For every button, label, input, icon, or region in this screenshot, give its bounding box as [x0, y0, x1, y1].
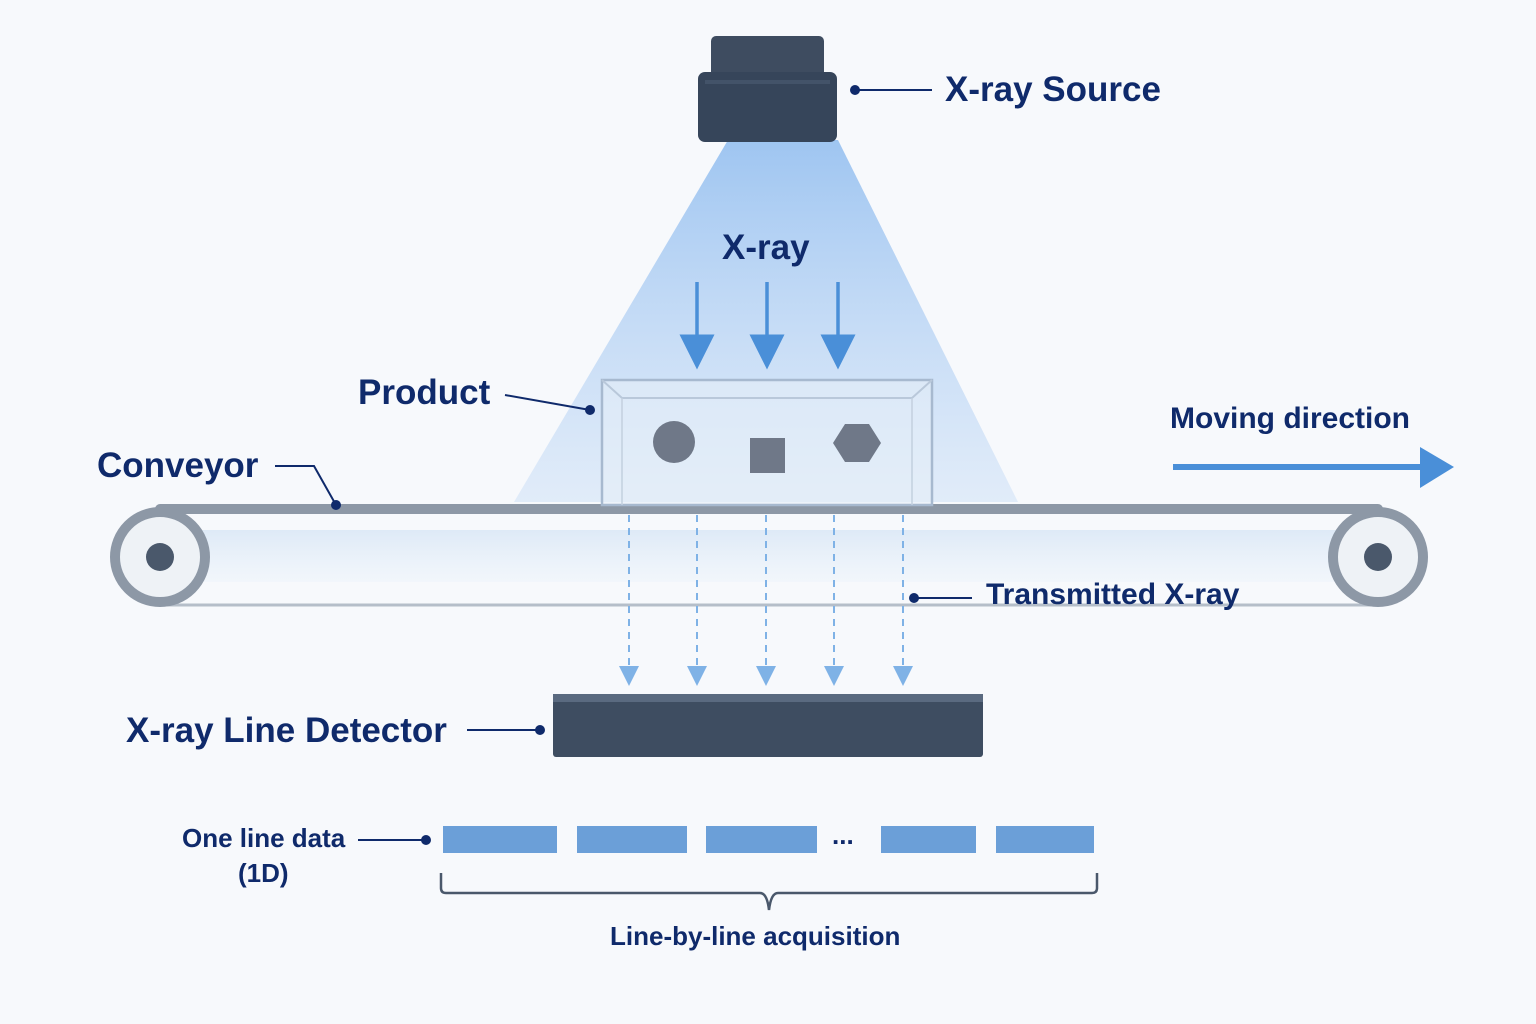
conveyor-roller-right: [1328, 507, 1428, 607]
line-data-segment: [577, 826, 687, 853]
label-one-line-data-1d: (1D): [238, 858, 289, 888]
label-acquisition: Line-by-line acquisition: [610, 921, 901, 951]
label-transmitted-xray: Transmitted X-ray: [986, 578, 1240, 611]
xray-source-device: [698, 36, 837, 142]
label-conveyor: Conveyor: [97, 446, 259, 485]
line-data-segment: [881, 826, 976, 853]
line-data-segment: [443, 826, 557, 853]
label-moving-direction: Moving direction: [1170, 402, 1410, 435]
conveyor-roller-left: [110, 507, 210, 607]
line-data-segment: [996, 826, 1094, 853]
product-circle-icon: [653, 421, 695, 463]
line-detector-device: [553, 694, 983, 757]
leader-product: [504, 394, 591, 411]
leader-conveyor: [275, 465, 337, 506]
line-data-segments: [443, 826, 1094, 853]
xray-arrows: [679, 282, 856, 370]
label-product: Product: [358, 373, 491, 412]
product-square-icon: [750, 438, 785, 473]
label-xray: X-ray: [722, 228, 810, 267]
product-box: [600, 378, 934, 507]
transmitted-xray-arrows: [619, 515, 913, 686]
label-line-detector: X-ray Line Detector: [126, 711, 447, 750]
ellipsis: ...: [832, 820, 854, 850]
label-xray-source: X-ray Source: [945, 70, 1161, 109]
label-one-line-data: One line data: [182, 823, 346, 853]
acquisition-brace: [439, 873, 1099, 911]
conveyor-lower-band: [160, 530, 1380, 582]
product-hexagon-icon: [833, 424, 881, 462]
moving-direction-arrow: [1173, 447, 1454, 488]
line-data-segment: [706, 826, 817, 853]
leader-lines: [275, 89, 972, 841]
leader-dots: [331, 85, 919, 845]
